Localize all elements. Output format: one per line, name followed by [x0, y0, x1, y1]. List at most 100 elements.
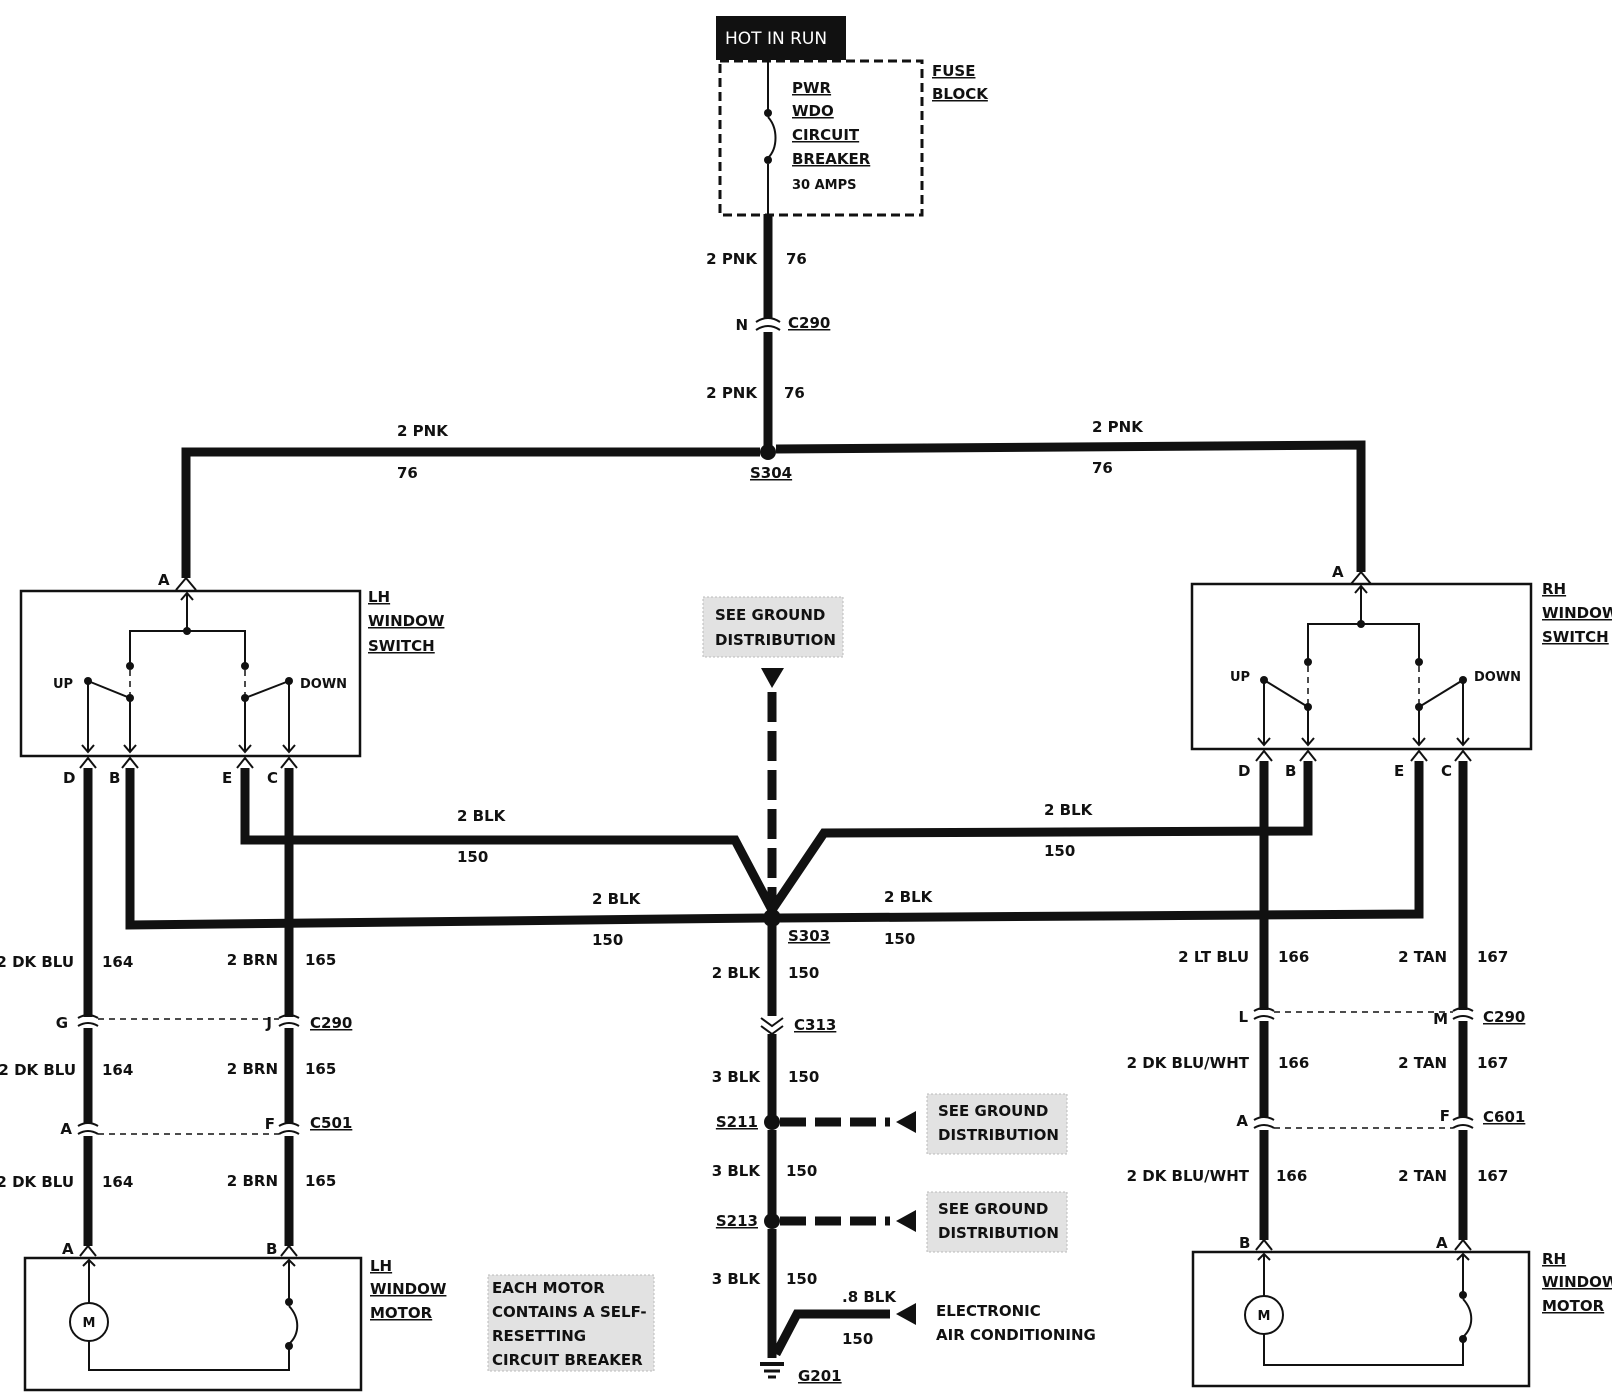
rh-c290-right-pin: M: [1433, 1010, 1448, 1028]
breaker-label-3: CIRCUIT: [792, 126, 860, 144]
rh-motor-symbol: M: [1258, 1309, 1271, 1324]
ground-trunk-seg2-color: 3 BLK: [712, 1068, 762, 1086]
rh-switch-common-bus: [1307, 623, 1420, 661]
rh-c601-name: C601: [1483, 1108, 1525, 1126]
rh-wire-166-b-circuit: 166: [1278, 1054, 1309, 1072]
lh-motor-symbol: M: [83, 1316, 96, 1331]
motor-note-4: CIRCUIT BREAKER: [492, 1351, 643, 1369]
rh-motor-arrows: [1257, 1252, 1470, 1261]
lh-wire-165-c-circuit: 165: [305, 1172, 336, 1190]
ground-upper-right-color: 2 BLK: [1044, 801, 1094, 819]
s213-splice: [764, 1213, 780, 1229]
lh-c290-connectors: [77, 1014, 300, 1027]
ground-trunk-seg1-circuit: 150: [788, 964, 819, 982]
lh-motor-label-1: LH: [370, 1257, 392, 1275]
c290-feed-pin: N: [735, 316, 748, 334]
breaker-contact-bottom: [764, 156, 772, 164]
lh-down-label: DOWN: [300, 677, 347, 692]
ground-branch-eac: [772, 1309, 890, 1357]
lh-switch-common-bus: [129, 630, 246, 665]
rh-motor-return: [1263, 1334, 1464, 1366]
lh-motor-wiring: 2 DK BLU 164 2 BRN 165 G J C290 2 DK BLU…: [0, 768, 352, 1246]
s213-label: S213: [716, 1212, 758, 1230]
lh-c501-left-pin: A: [60, 1120, 72, 1138]
breaker-element: [767, 116, 777, 159]
rh-up-label: UP: [1230, 670, 1250, 685]
ground-upper-right-circuit: 150: [1044, 842, 1075, 860]
rh-motor-wiring: 2 LT BLU 166 2 TAN 167 L M C290 2 DK BLU…: [1127, 761, 1525, 1240]
lh-wire-165-a-color: 2 BRN: [227, 951, 278, 969]
motor-note-2: CONTAINS A SELF-: [492, 1303, 647, 1321]
lh-motor-label-2: WINDOW: [370, 1280, 447, 1298]
lh-pin-d: D: [63, 769, 75, 787]
ground-ref-top-bg: [702, 596, 844, 658]
eac-label-2: AIR CONDITIONING: [936, 1326, 1096, 1344]
feed-left-circuit: 76: [397, 464, 418, 482]
lh-motor-label-3: MOTOR: [370, 1304, 433, 1322]
lh-switch-label-3: SWITCH: [368, 637, 435, 655]
lh-pin-c: C: [267, 769, 278, 787]
lh-c290-name: C290: [310, 1014, 352, 1032]
ground-lower-right-circuit: 150: [884, 930, 915, 948]
lh-motor-breaker-top: [285, 1298, 293, 1306]
rh-c601-left-pin: A: [1236, 1112, 1248, 1130]
c290-feed-connector: [755, 317, 781, 331]
lh-wire-165-c-color: 2 BRN: [227, 1172, 278, 1190]
lh-motor-pin-forks: [79, 1244, 298, 1257]
breaker-label-4: BREAKER: [792, 150, 871, 168]
eac-label-1: ELECTRONIC: [936, 1302, 1041, 1320]
lh-window-motor: A B LH WINDOW MOTOR M: [23, 1240, 447, 1392]
rh-wire-167-b-circuit: 167: [1477, 1054, 1508, 1072]
rh-motor-label-2: WINDOW: [1542, 1273, 1612, 1291]
rh-motor-pin-a: A: [1436, 1234, 1448, 1252]
rh-switch-pin-a: A: [1332, 563, 1344, 581]
rh-switch-pin-a-fork: [1350, 570, 1372, 585]
motor-note-1: EACH MOTOR: [492, 1279, 605, 1297]
rh-pin-e: E: [1394, 762, 1404, 780]
lh-motor-outline: [23, 1256, 363, 1392]
lh-wire-165-a-circuit: 165: [305, 951, 336, 969]
s304-splice: [760, 444, 776, 460]
rh-c290-left-pin: L: [1238, 1008, 1248, 1026]
rh-c290-connectors: [1253, 1007, 1474, 1020]
ground-ref-s213-2: DISTRIBUTION: [938, 1224, 1059, 1242]
breaker-rating: 30 AMPS: [792, 178, 857, 193]
feed-upper-circuit: 76: [786, 250, 807, 268]
rh-motor-breaker-bottom: [1459, 1335, 1467, 1343]
ground-wire-upper-right: [768, 761, 1313, 913]
lh-switch-out-arrows: [81, 744, 296, 754]
s303-splice: [763, 909, 781, 927]
lh-c290-left-pin: G: [56, 1014, 68, 1032]
lh-wire-164-b-circuit: 164: [102, 1061, 133, 1079]
ground-branch-eac-arrow: [896, 1303, 916, 1325]
lh-motor-breaker-element: [288, 1305, 299, 1345]
rh-motor-breaker-element: [1462, 1298, 1473, 1338]
ground-ref-s213-bg: [926, 1191, 1068, 1253]
rh-wire-167-a-color: 2 TAN: [1398, 948, 1447, 966]
lh-switch-arrow-a: [180, 591, 194, 601]
rh-pin-b: B: [1285, 762, 1296, 780]
rh-down-blade: [1418, 679, 1464, 708]
rh-pin-d: D: [1238, 762, 1250, 780]
lh-c501-right-pin: F: [265, 1115, 275, 1133]
ground-network: SEE GROUND DISTRIBUTION 2 BLK 150 2 BLK …: [125, 596, 1424, 1385]
lh-c290-right-pin: J: [265, 1014, 272, 1032]
rh-motor-pin-b: B: [1239, 1234, 1250, 1252]
lh-window-switch: A LH WINDOW SWITCH UP DOWN D B E C: [19, 571, 445, 787]
rh-switch-common-node: [1357, 620, 1365, 628]
lh-motor-breaker-bottom: [285, 1342, 293, 1350]
fuse-block-outline: [718, 59, 924, 217]
ground-ref-s211-2: DISTRIBUTION: [938, 1126, 1059, 1144]
lh-motor-pin-a: A: [62, 1240, 74, 1258]
lh-c501-connectors: [77, 1122, 300, 1135]
lh-wire-164-c-color: 2 DK BLU: [0, 1173, 74, 1191]
lh-motor-pin-b: B: [266, 1240, 277, 1258]
feed-upper-color: 2 PNK: [706, 250, 758, 268]
feed-left-color: 2 PNK: [397, 422, 449, 440]
rh-wire-166-b-color: 2 DK BLU/WHT: [1127, 1054, 1250, 1072]
fuse-block-label-2: BLOCK: [932, 85, 989, 103]
feed-right-circuit: 76: [1092, 459, 1113, 477]
ground-upper-left-circuit: 150: [457, 848, 488, 866]
feed-wire-right: [775, 440, 1366, 572]
rh-wire-167-c-color: 2 TAN: [1398, 1167, 1447, 1185]
